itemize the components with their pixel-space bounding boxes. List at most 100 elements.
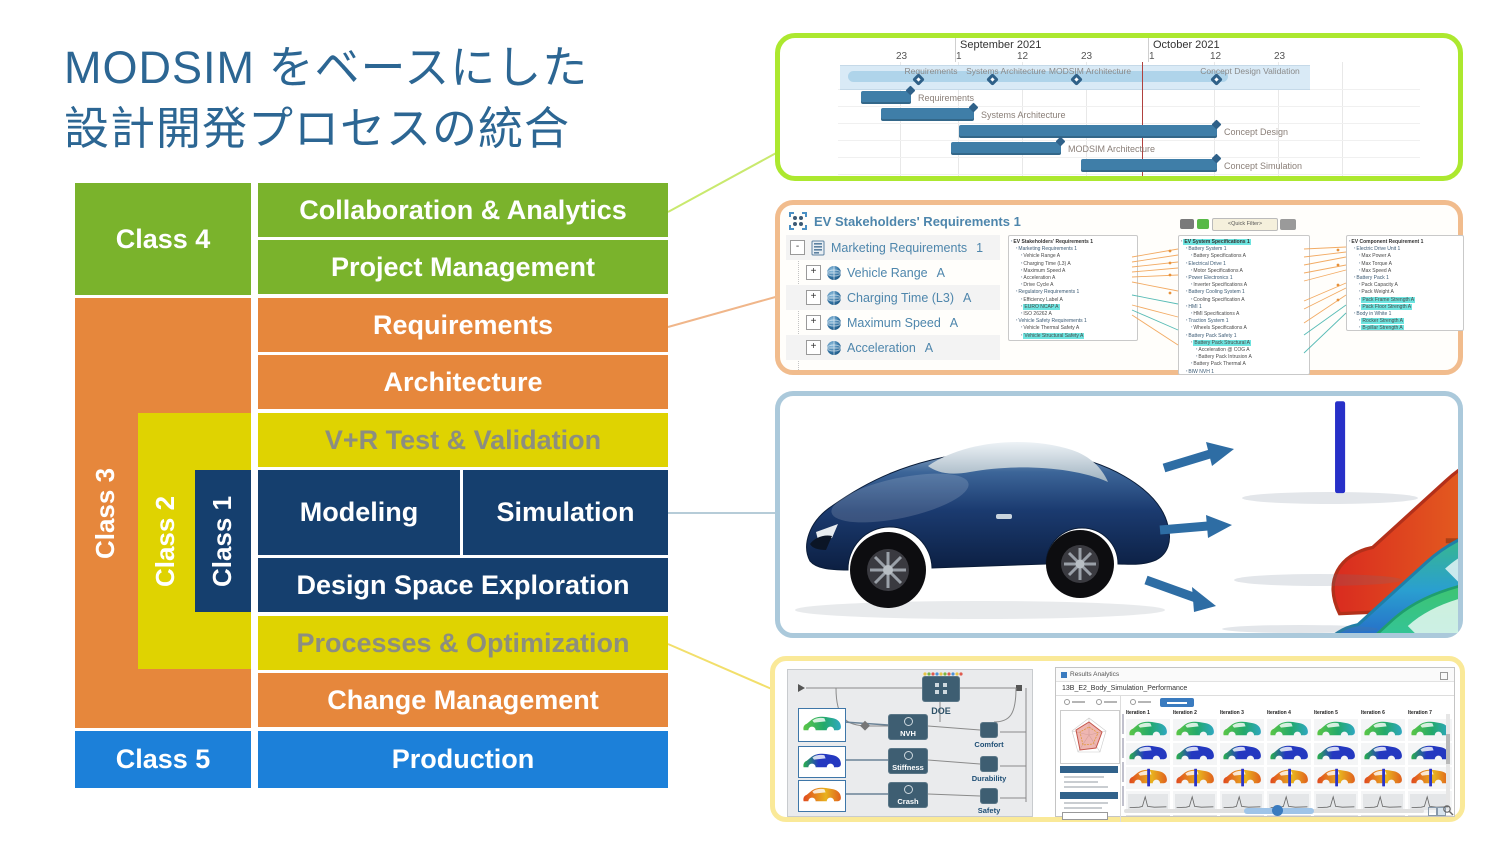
quick-filter-input[interactable]: <Quick Filter> — [1212, 218, 1278, 231]
block-project-management: Project Management — [258, 240, 668, 294]
filter-button[interactable] — [1180, 219, 1194, 229]
gantt-month-september: September 2021 — [960, 39, 1042, 51]
trace-node: EURO NCAP A — [1011, 303, 1135, 310]
tree-toggle[interactable]: - — [790, 240, 805, 255]
stiffness-result-cell[interactable] — [1220, 743, 1264, 765]
requirements-structure-icon — [789, 212, 807, 230]
magnifier-icon[interactable] — [1442, 804, 1454, 816]
milestone-label: Concept Design Validation — [1200, 66, 1300, 76]
crash-result-cell[interactable] — [1126, 767, 1170, 789]
nvh-result-cell[interactable] — [1408, 719, 1452, 741]
frequency-response-cell[interactable] — [1220, 791, 1264, 813]
dashboard-column-header[interactable]: Iteration 7 — [1408, 710, 1432, 716]
dashboard-column-header[interactable]: Iteration 1 — [1126, 710, 1150, 716]
flow-start-icon — [798, 684, 805, 692]
vertical-scrollbar[interactable] — [1446, 714, 1450, 804]
comfort-node[interactable] — [980, 722, 998, 738]
stiffness-result-cell[interactable] — [1408, 743, 1452, 765]
crash-result-cell[interactable] — [1361, 767, 1405, 789]
trace-node: Cooling Specification A — [1181, 296, 1307, 303]
dashboard-window-title: Results Analytics — [1070, 671, 1120, 678]
tree-toggle[interactable]: + — [806, 290, 821, 305]
gantt-bar-systems-architecture — [881, 108, 974, 121]
dashboard-column-header[interactable]: Iteration 4 — [1267, 710, 1291, 716]
crash-result-cell[interactable] — [1314, 767, 1358, 789]
dashboard-column-header[interactable]: Iteration 3 — [1220, 710, 1244, 716]
tree-row-charging-time: + Charging Time (L3)A — [786, 285, 1000, 310]
filter-apply-button[interactable] — [1280, 219, 1296, 230]
front-wheel — [850, 532, 926, 608]
stiffness-result-cell[interactable] — [1361, 743, 1405, 765]
concept-car — [806, 442, 1170, 608]
block-requirements: Requirements — [258, 298, 668, 352]
class3-label: Class 3 — [90, 467, 121, 559]
display-option-radio[interactable] — [1096, 699, 1117, 705]
dashboard-column-header[interactable]: Iteration 2 — [1173, 710, 1197, 716]
nvh-result-cell[interactable] — [1267, 719, 1311, 741]
nvh-result-cell[interactable] — [1126, 719, 1170, 741]
dashboard-tab[interactable]: 13B_E2_Body_Simulation_Performance — [1062, 685, 1188, 692]
nvh-result-cell[interactable] — [1361, 719, 1405, 741]
dashboard-column-header[interactable]: Iteration 6 — [1361, 710, 1385, 716]
trace-node: Battery Pack Safety 1 — [1181, 332, 1307, 339]
car-simulation-graphic — [795, 401, 1458, 633]
tree-toggle[interactable]: + — [806, 315, 821, 330]
tree-toggle[interactable]: + — [806, 340, 821, 355]
nvh-result-thumbnail — [798, 708, 846, 742]
trace-node: Pack Weight A — [1349, 288, 1461, 295]
nvh-result-cell[interactable] — [1220, 719, 1264, 741]
crash-node[interactable]: Crash — [888, 782, 928, 808]
sidebar-section-header[interactable] — [1060, 766, 1118, 773]
result-value-row — [1220, 815, 1264, 821]
stiffness-node[interactable]: Stiffness — [888, 748, 928, 774]
display-option-radio[interactable] — [1064, 699, 1085, 705]
tree-toggle[interactable]: + — [806, 265, 821, 280]
window-controls-icon[interactable] — [1440, 672, 1448, 680]
frequency-response-cell[interactable] — [1314, 791, 1358, 813]
dashboard-titlebar: Results Analytics — [1056, 668, 1454, 682]
dashboard-column-header[interactable]: Iteration 5 — [1314, 710, 1338, 716]
nvh-result-cell[interactable] — [1314, 719, 1358, 741]
milestone-label: Systems Architecture — [966, 66, 1046, 76]
frequency-response-cell[interactable] — [1126, 791, 1170, 813]
nvh-result-cell[interactable] — [1173, 719, 1217, 741]
display-option-radio[interactable] — [1130, 699, 1151, 705]
horizontal-scrollbar[interactable] — [1124, 805, 1424, 816]
layout-toggle-icon[interactable] — [1428, 807, 1437, 816]
trace-node: EV Stakeholders' Requirements 1 — [1011, 238, 1135, 245]
scrollbar-handle-icon[interactable] — [1272, 805, 1283, 816]
safety-node[interactable] — [980, 788, 998, 804]
frequency-response-cell[interactable] — [1361, 791, 1405, 813]
crash-result-cell[interactable] — [1408, 767, 1452, 789]
comfort-label: Comfort — [974, 740, 1004, 749]
trace-node: Wheels Specifications A — [1181, 324, 1307, 331]
nvh-node[interactable]: NVH — [888, 714, 928, 740]
class5-label: Class 5 — [115, 744, 211, 774]
stiffness-result-cell[interactable] — [1267, 743, 1311, 765]
trace-node: EV Component Requirement 1 — [1349, 238, 1461, 245]
dashboard-column: Iteration 3 — [1220, 710, 1264, 821]
sidebar-combobox[interactable] — [1062, 812, 1108, 820]
durability-node[interactable] — [980, 756, 998, 772]
crash-result-cell[interactable] — [1267, 767, 1311, 789]
filter-go-button[interactable] — [1197, 219, 1209, 229]
requirements-list-icon — [811, 240, 825, 255]
crash-result-cell[interactable] — [1220, 767, 1264, 789]
stiffness-result-cell[interactable] — [1126, 743, 1170, 765]
stiffness-result-cell[interactable] — [1173, 743, 1217, 765]
trace-link-lines — [1131, 246, 1347, 354]
frequency-response-cell[interactable] — [1173, 791, 1217, 813]
compare-mode-button[interactable] — [1160, 698, 1194, 707]
doe-node[interactable] — [922, 676, 960, 702]
title-line-1: MODSIM をベースにした — [64, 42, 589, 93]
milestone-label: Requirements — [904, 66, 958, 76]
requirement-globe-icon — [826, 265, 842, 280]
radar-chart — [1071, 717, 1107, 753]
sidebar-section-header[interactable] — [1060, 792, 1118, 799]
trace-header: EV Stakeholders' Requirements 1 — [788, 211, 1021, 231]
crash-result-cell[interactable] — [1173, 767, 1217, 789]
stiffness-result-cell[interactable] — [1314, 743, 1358, 765]
